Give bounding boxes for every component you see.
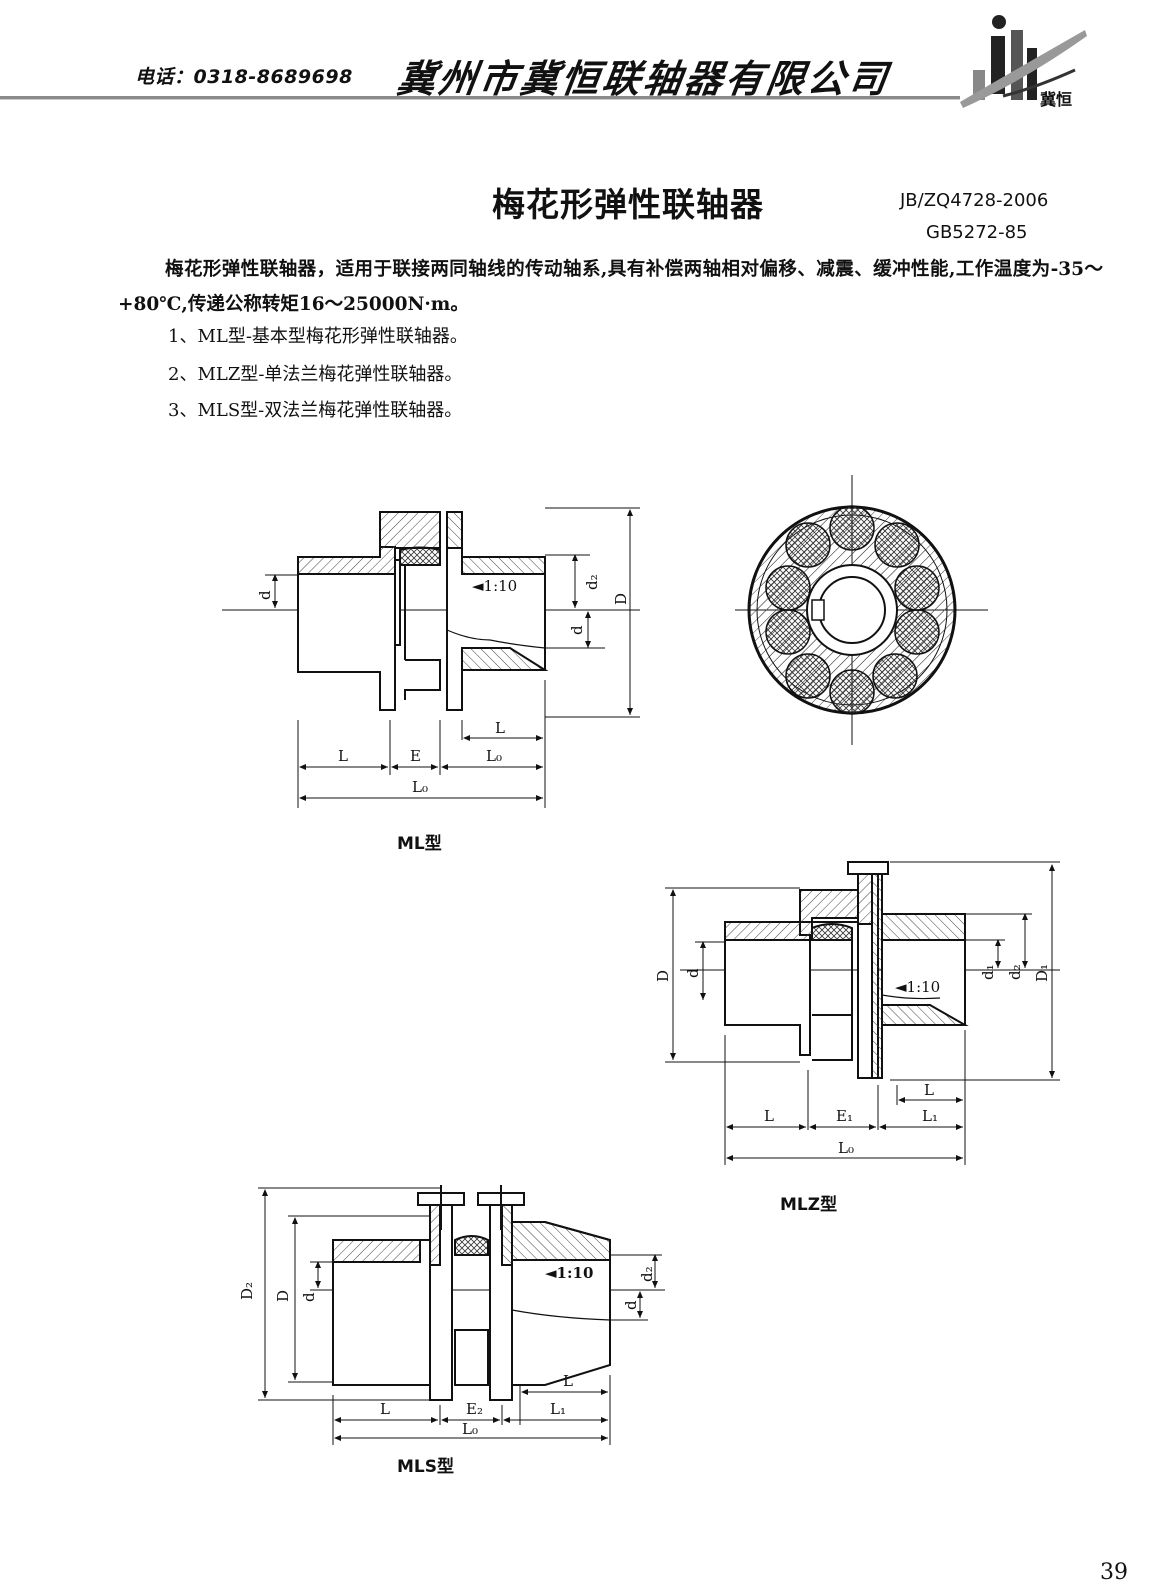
mlz-dim-D1: D₁ — [1033, 964, 1051, 982]
ml-dim-d2: d₂ — [583, 574, 601, 590]
mlz-dim-L0: L₀ — [838, 1139, 854, 1157]
ml-taper-label: ◄1:10 — [472, 577, 517, 595]
mlz-dim-L: L — [764, 1107, 774, 1125]
mlz-dim-d1: d₁ — [979, 964, 997, 980]
mls-dim-E2: E₂ — [466, 1400, 483, 1418]
mls-dim-L1: L₁ — [550, 1400, 566, 1418]
header-phone: 电话：0318-8689698 — [135, 66, 353, 88]
mlz-dim-E1: E₁ — [836, 1107, 853, 1125]
mlz-dim-d2: d₂ — [1006, 964, 1024, 980]
mls-taper-label: ◄1:10 — [545, 1264, 593, 1282]
ml-dim-L-right: L — [495, 719, 505, 737]
intro-paragraph: 梅花形弹性联轴器，适用于联接两同轴线的传动轴系,具有补偿两轴相对偏移、减震、缓冲… — [118, 259, 1103, 315]
mlz-taper-label: ◄1:10 — [895, 978, 940, 996]
mls-dim-L0: L₀ — [462, 1420, 478, 1438]
company-logo-icon — [960, 15, 1087, 108]
mls-dim-L: L — [380, 1400, 390, 1418]
mls-dim-d: d — [300, 1292, 318, 1302]
ml-dim-d: d — [256, 590, 274, 600]
mlz-dim-d: d — [684, 968, 702, 978]
type-item-mlz: 2、MLZ型-单法兰梅花弹性联轴器。 — [168, 364, 463, 385]
type-item-mls: 3、MLS型-双法兰梅花弹性联轴器。 — [168, 400, 463, 421]
ml-dim-E: E — [410, 747, 421, 765]
ml-dim-d-right: d — [568, 625, 586, 635]
ml-dim-D: D — [612, 593, 630, 605]
ml-dim-L0: L₀ — [486, 747, 502, 765]
caption-mls: MLS型 — [397, 1457, 454, 1477]
mls-dim-d-right: d — [622, 1300, 640, 1310]
page-number: 39 — [1100, 1560, 1128, 1585]
standard-code-2: GB5272-85 — [926, 222, 1028, 243]
mls-dim-D2: D₂ — [238, 1282, 256, 1300]
type-item-ml: 1、ML型-基本型梅花形弹性联轴器。 — [168, 326, 468, 347]
ml-dim-L: L — [338, 747, 348, 765]
header-rule — [0, 96, 960, 100]
mls-dim-D: D — [274, 1290, 292, 1302]
mls-dim-L-right: L — [563, 1372, 573, 1390]
standard-code-1: JB/ZQ4728-2006 — [900, 190, 1049, 211]
caption-mlz: MLZ型 — [780, 1195, 838, 1215]
mlz-dim-D: D — [654, 970, 672, 982]
mlz-dim-L1: L₁ — [922, 1107, 938, 1125]
ml-dim-L0-total: L₀ — [412, 778, 428, 796]
logo-text: 冀恒 — [1040, 90, 1073, 109]
mls-dim-d2: d₂ — [638, 1266, 656, 1282]
page-title: 梅花形弹性联轴器 — [492, 185, 764, 224]
mlz-dim-L-right: L — [924, 1081, 934, 1099]
caption-ml: ML型 — [397, 834, 442, 854]
